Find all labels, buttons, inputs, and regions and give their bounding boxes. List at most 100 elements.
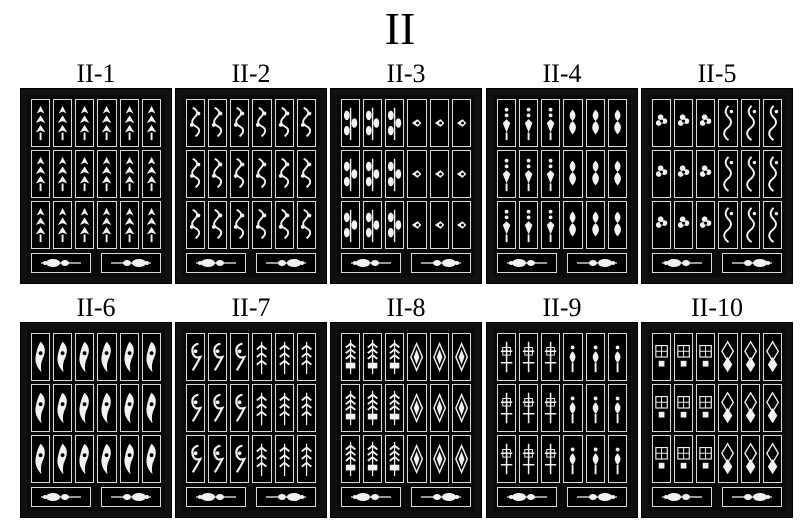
- bottom-stencil: [186, 253, 246, 273]
- motif-pattern-icon: [234, 157, 245, 189]
- bottom-stencil: [567, 253, 627, 273]
- stencil-strip: [740, 201, 760, 249]
- motif-pattern-icon: [235, 393, 247, 422]
- bottom-stencil-row: [31, 487, 161, 507]
- motif-pattern-icon: [523, 341, 535, 373]
- stencil-strip: [363, 384, 383, 432]
- motif-pattern-icon: [655, 165, 668, 177]
- stencil-strip: [696, 435, 716, 483]
- stencil-strip-grid: [186, 99, 316, 249]
- motif-pattern-icon: [723, 207, 734, 243]
- sheet-label: II-2: [231, 59, 271, 88]
- motif-pattern-icon: [614, 345, 621, 373]
- motif-pattern-icon: [523, 443, 535, 475]
- motif-pattern-icon: [366, 209, 380, 243]
- motif-pattern-icon: [57, 443, 67, 475]
- stencil-strip: [75, 333, 95, 381]
- bottom-stencil-row: [186, 487, 316, 507]
- motif-pattern-icon: [35, 207, 46, 243]
- motif-pattern-icon: [124, 392, 134, 424]
- stencil-strip: [718, 99, 738, 147]
- motif-pattern-icon: [410, 443, 424, 475]
- bottom-stencil: [411, 487, 471, 507]
- motif-pattern-icon: [57, 341, 67, 373]
- border-motif-icon: [111, 259, 151, 267]
- motif-pattern-icon: [235, 342, 247, 371]
- motif-pattern-icon: [500, 392, 513, 424]
- stencil-strip: [296, 99, 316, 147]
- motif-pattern-icon: [278, 106, 290, 138]
- motif-pattern-icon: [345, 339, 356, 375]
- bottom-stencil-row: [186, 253, 316, 273]
- motif-pattern-icon: [189, 208, 201, 240]
- motif-pattern-icon: [366, 158, 380, 192]
- stencil-strip: [674, 435, 694, 483]
- stencil-strip: [97, 150, 117, 198]
- motif-pattern-icon: [256, 106, 267, 138]
- stencil-strip: [141, 435, 161, 483]
- motif-pattern-icon: [146, 392, 156, 424]
- stencil-strip: [97, 384, 117, 432]
- bottom-stencil: [497, 487, 557, 507]
- motif-pattern-icon: [300, 106, 312, 138]
- bottom-stencil: [497, 253, 557, 273]
- border-motif-icon: [662, 259, 702, 267]
- stencil-sheet-cell: II-3: [330, 60, 482, 284]
- stencil-strip: [252, 435, 272, 483]
- stencil-strip: [341, 435, 361, 483]
- motif-pattern-icon: [389, 339, 401, 375]
- motif-pattern-icon: [367, 390, 379, 426]
- stencil-strip: [97, 435, 117, 483]
- stencil-strip: [230, 384, 250, 432]
- motif-pattern-icon: [213, 393, 225, 422]
- stencil-sheet: [20, 88, 172, 284]
- bottom-stencil: [652, 253, 712, 273]
- stencil-strip: [385, 384, 405, 432]
- motif-pattern-icon: [101, 392, 112, 424]
- motif-pattern-icon: [721, 442, 735, 475]
- motif-pattern-icon: [345, 441, 356, 477]
- motif-pattern-icon: [768, 207, 778, 243]
- stencil-sheet: [641, 88, 793, 284]
- sheet-label: II-9: [542, 293, 582, 322]
- stencil-strip: [186, 333, 206, 381]
- stencil-strip: [563, 99, 583, 147]
- stencil-strip: [407, 435, 427, 483]
- stencil-strip: [208, 201, 228, 249]
- stencil-sheet: [486, 88, 638, 284]
- motif-pattern-icon: [191, 444, 203, 473]
- stencil-strip: [385, 201, 405, 249]
- stencil-strip: [497, 384, 517, 432]
- motif-pattern-icon: [699, 446, 713, 469]
- border-motif-icon: [41, 493, 81, 501]
- motif-pattern-icon: [454, 341, 468, 373]
- stencil-strip: [674, 384, 694, 432]
- stencil-strip: [141, 333, 161, 381]
- motif-pattern-icon: [614, 447, 621, 475]
- border-motif-icon: [421, 259, 461, 267]
- stencil-sheet: [486, 322, 638, 518]
- stencil-strip: [585, 201, 605, 249]
- stencil-strip: [519, 201, 539, 249]
- motif-pattern-icon: [388, 209, 402, 243]
- motif-pattern-icon: [301, 341, 312, 375]
- stencil-strip: [407, 333, 427, 381]
- motif-pattern-icon: [765, 442, 779, 475]
- stencil-strip: [451, 435, 471, 483]
- stencil-strip: [341, 384, 361, 432]
- stencil-sheet-cell: II-4: [486, 60, 638, 284]
- motif-pattern-icon: [79, 443, 90, 475]
- stencil-strip: [75, 99, 95, 147]
- stencil-strip: [75, 384, 95, 432]
- motif-pattern-icon: [301, 443, 312, 477]
- motif-pattern-icon: [300, 157, 312, 189]
- stencil-strip: [762, 384, 782, 432]
- stencil-strip-grid: [341, 99, 471, 249]
- stencil-sheet-cell: II-9: [486, 294, 638, 518]
- stencil-strip: [230, 150, 250, 198]
- motif-pattern-icon: [678, 216, 690, 228]
- stencil-strip: [186, 435, 206, 483]
- stencil-strip: [541, 201, 561, 249]
- motif-pattern-icon: [278, 157, 290, 189]
- stencil-strip: [186, 99, 206, 147]
